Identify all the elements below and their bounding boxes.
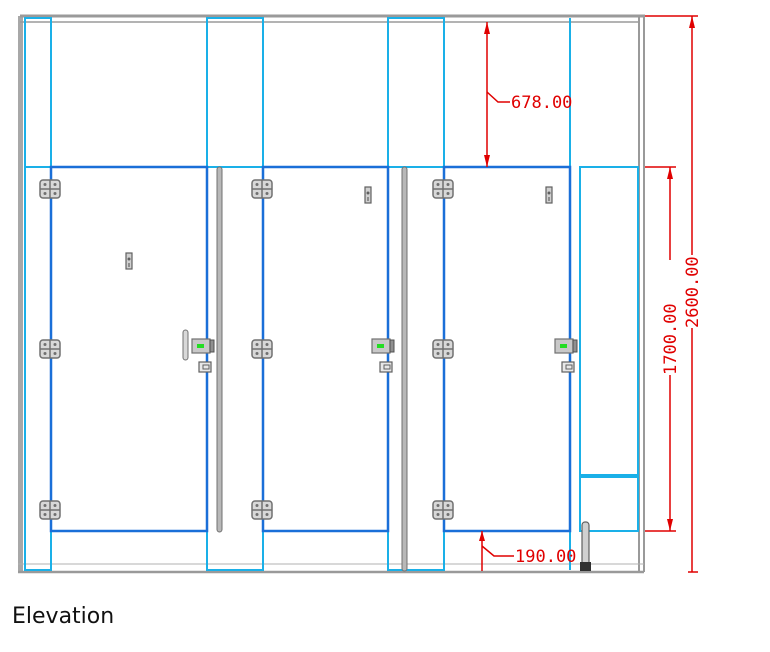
dimension-678: 678.00: [511, 93, 572, 113]
doors: [49, 165, 572, 533]
coat-hook-icon: [125, 186, 553, 270]
dimension-lines: [479, 15, 698, 573]
dimension-1700: 1700.00: [661, 303, 681, 375]
drawing-caption: Elevation: [12, 604, 115, 629]
dimension-2600: 2600.00: [683, 256, 703, 328]
grab-rail-icon: [182, 166, 408, 572]
support-leg-icon: [580, 521, 591, 571]
door-2: [261, 165, 390, 533]
door-stop-icon: [198, 361, 575, 373]
dimension-190: 190.00: [515, 547, 576, 567]
door-3: [442, 165, 572, 533]
lock-indicator-icon: [191, 338, 578, 354]
